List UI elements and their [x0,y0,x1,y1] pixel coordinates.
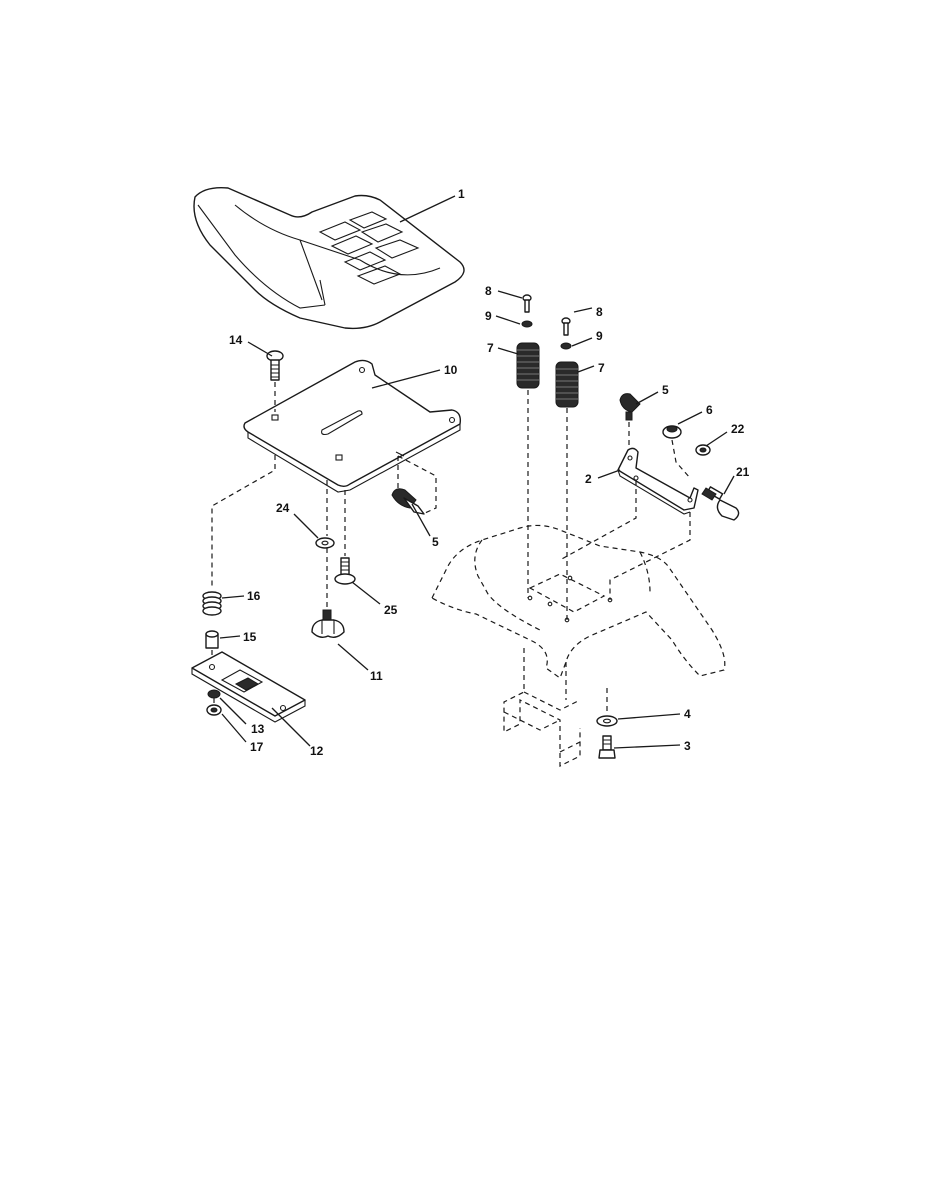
callout-10: 10 [444,363,458,377]
seat [193,187,465,330]
mounting-bracket [617,447,699,515]
nut-22 [695,444,711,456]
callout-labels: 1 10 14 8 9 7 8 9 7 5 6 22 21 2 5 24 25 … [229,187,750,758]
callout-22: 22 [731,422,745,436]
washer-24 [315,537,335,549]
callout-5-right: 5 [662,383,669,397]
callout-12: 12 [310,744,324,758]
spring-7-right [555,361,579,408]
hex-nut-13 [207,689,221,699]
seat-pan [243,359,462,493]
washer-4 [596,715,618,727]
latch-clip-right [619,393,641,421]
bolt-8-left [522,294,532,313]
washer-9-right [560,342,572,350]
callout-4: 4 [684,707,691,721]
callout-17: 17 [250,740,264,754]
callout-2: 2 [585,472,592,486]
spacer [205,630,219,649]
callout-1: 1 [458,187,465,201]
callout-11: 11 [370,669,383,683]
callout-7b: 7 [598,361,605,375]
hex-bolt-3 [598,735,616,759]
callout-16: 16 [247,589,261,603]
leader-lines [219,195,735,749]
callout-5-left: 5 [432,535,439,549]
callout-8b: 8 [596,305,603,319]
callout-6: 6 [706,403,713,417]
carriage-bolt [266,350,284,381]
callout-9a: 9 [485,309,492,323]
latch-clip-left [391,488,425,515]
spring-16 [202,591,222,616]
callout-14: 14 [229,333,243,347]
callout-25: 25 [384,603,398,617]
lock-washer-17 [206,704,222,716]
callout-3: 3 [684,739,691,753]
shoulder-bolt [334,557,356,585]
callout-15: 15 [243,630,257,644]
callout-9b: 9 [596,329,603,343]
washer-9-left [521,320,533,328]
spring-7-left [516,342,540,389]
tractor-frame-phantom [431,524,726,767]
slide-rail [191,651,306,723]
callout-24: 24 [276,501,290,515]
callout-13: 13 [251,722,265,736]
knob-bolt-21 [701,486,740,521]
adjustment-knob [311,609,345,639]
flange-nut-6 [662,425,682,439]
callout-8a: 8 [485,284,492,298]
callout-21: 21 [736,465,750,479]
callout-7a: 7 [487,341,494,355]
bolt-8-right [561,317,571,336]
